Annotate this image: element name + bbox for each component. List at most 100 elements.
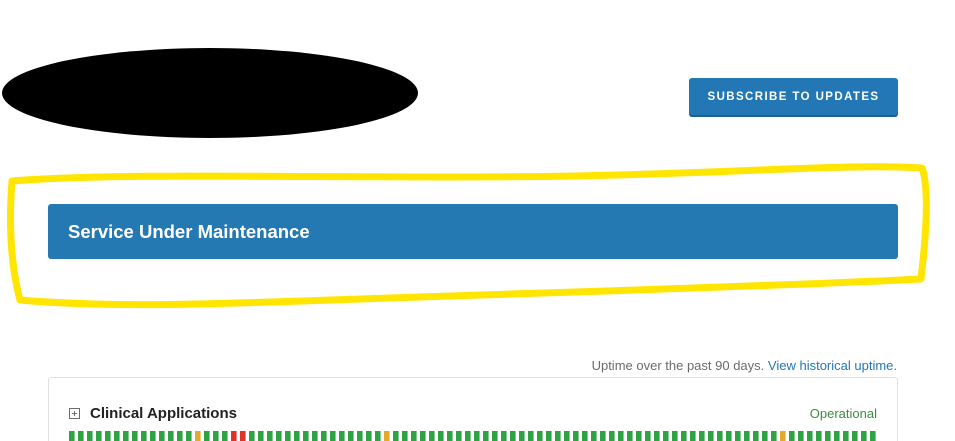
uptime-day-bar[interactable]	[231, 431, 237, 441]
uptime-day-bar[interactable]	[357, 431, 363, 441]
uptime-day-bar[interactable]	[699, 431, 705, 441]
uptime-day-bar[interactable]	[681, 431, 687, 441]
uptime-day-bar[interactable]	[528, 431, 534, 441]
uptime-day-bar[interactable]	[789, 431, 795, 441]
uptime-day-bar[interactable]	[816, 431, 822, 441]
uptime-day-bar[interactable]	[438, 431, 444, 441]
uptime-day-bar[interactable]	[249, 431, 255, 441]
uptime-day-bar[interactable]	[744, 431, 750, 441]
uptime-day-bar[interactable]	[384, 431, 390, 441]
uptime-day-bar[interactable]	[834, 431, 840, 441]
uptime-day-bar[interactable]	[582, 431, 588, 441]
uptime-day-bar[interactable]	[735, 431, 741, 441]
uptime-day-bar[interactable]	[393, 431, 399, 441]
uptime-day-bar[interactable]	[240, 431, 246, 441]
uptime-day-bar[interactable]	[483, 431, 489, 441]
uptime-day-bar[interactable]	[555, 431, 561, 441]
component-status: Operational	[809, 406, 877, 421]
uptime-day-bar[interactable]	[96, 431, 102, 441]
uptime-day-bar[interactable]	[456, 431, 462, 441]
uptime-day-bar[interactable]	[645, 431, 651, 441]
uptime-day-bar[interactable]	[537, 431, 543, 441]
uptime-day-bar[interactable]	[780, 431, 786, 441]
uptime-day-bar[interactable]	[132, 431, 138, 441]
uptime-day-bar[interactable]	[798, 431, 804, 441]
uptime-day-bar[interactable]	[168, 431, 174, 441]
uptime-day-bar[interactable]	[771, 431, 777, 441]
uptime-day-bar[interactable]	[123, 431, 129, 441]
uptime-day-bar[interactable]	[663, 431, 669, 441]
uptime-day-bar[interactable]	[672, 431, 678, 441]
uptime-day-bar[interactable]	[402, 431, 408, 441]
uptime-day-bar[interactable]	[339, 431, 345, 441]
uptime-day-bar[interactable]	[420, 431, 426, 441]
uptime-day-bar[interactable]	[600, 431, 606, 441]
uptime-day-bar[interactable]	[861, 431, 867, 441]
uptime-day-bar[interactable]	[762, 431, 768, 441]
uptime-day-bar[interactable]	[636, 431, 642, 441]
uptime-day-bar[interactable]	[312, 431, 318, 441]
uptime-day-bar[interactable]	[474, 431, 480, 441]
uptime-day-bar[interactable]	[186, 431, 192, 441]
uptime-day-bar[interactable]	[114, 431, 120, 441]
uptime-day-bar[interactable]	[213, 431, 219, 441]
uptime-day-bar[interactable]	[294, 431, 300, 441]
uptime-day-bar[interactable]	[501, 431, 507, 441]
uptime-note-text: Uptime over the past 90 days.	[591, 358, 765, 373]
uptime-day-bar[interactable]	[564, 431, 570, 441]
subscribe-button[interactable]: SUBSCRIBE TO UPDATES	[689, 78, 898, 115]
expand-icon[interactable]	[69, 408, 80, 419]
uptime-day-bar[interactable]	[573, 431, 579, 441]
uptime-day-bar[interactable]	[510, 431, 516, 441]
uptime-day-bar[interactable]	[69, 431, 75, 441]
historical-uptime-link[interactable]: View historical uptime.	[767, 358, 897, 373]
uptime-day-bar[interactable]	[492, 431, 498, 441]
uptime-day-bar[interactable]	[825, 431, 831, 441]
uptime-note: Uptime over the past 90 days. View histo…	[592, 358, 897, 373]
uptime-day-bar[interactable]	[267, 431, 273, 441]
uptime-day-bar[interactable]	[177, 431, 183, 441]
uptime-day-bar[interactable]	[411, 431, 417, 441]
uptime-day-bar[interactable]	[447, 431, 453, 441]
uptime-day-bar[interactable]	[258, 431, 264, 441]
uptime-day-bar[interactable]	[141, 431, 147, 441]
uptime-day-bar[interactable]	[654, 431, 660, 441]
component-header: Clinical Applications Operational	[69, 405, 877, 422]
uptime-day-bar[interactable]	[519, 431, 525, 441]
uptime-day-bar[interactable]	[690, 431, 696, 441]
uptime-day-bar[interactable]	[591, 431, 597, 441]
uptime-day-bar[interactable]	[159, 431, 165, 441]
uptime-day-bar[interactable]	[726, 431, 732, 441]
uptime-day-bar[interactable]	[375, 431, 381, 441]
uptime-day-bar[interactable]	[87, 431, 93, 441]
uptime-day-bar[interactable]	[303, 431, 309, 441]
redacted-logo	[2, 48, 418, 138]
uptime-day-bar[interactable]	[321, 431, 327, 441]
uptime-day-bar[interactable]	[852, 431, 858, 441]
uptime-day-bar[interactable]	[150, 431, 156, 441]
uptime-day-bar[interactable]	[78, 431, 84, 441]
uptime-day-bar[interactable]	[717, 431, 723, 441]
uptime-day-bar[interactable]	[609, 431, 615, 441]
uptime-day-bar[interactable]	[204, 431, 210, 441]
uptime-day-bar[interactable]	[546, 431, 552, 441]
uptime-day-bar[interactable]	[276, 431, 282, 441]
uptime-day-bar[interactable]	[870, 431, 876, 441]
uptime-day-bar[interactable]	[843, 431, 849, 441]
uptime-day-bar[interactable]	[195, 431, 201, 441]
uptime-day-bar[interactable]	[222, 431, 228, 441]
uptime-day-bar[interactable]	[348, 431, 354, 441]
uptime-day-bar[interactable]	[618, 431, 624, 441]
uptime-day-bar[interactable]	[465, 431, 471, 441]
uptime-day-bar[interactable]	[330, 431, 336, 441]
uptime-day-bar[interactable]	[627, 431, 633, 441]
maintenance-banner: Service Under Maintenance	[48, 204, 898, 259]
uptime-day-bar[interactable]	[366, 431, 372, 441]
uptime-day-bar[interactable]	[807, 431, 813, 441]
uptime-day-bar[interactable]	[105, 431, 111, 441]
uptime-day-bar[interactable]	[753, 431, 759, 441]
uptime-day-bar[interactable]	[285, 431, 291, 441]
uptime-day-bar[interactable]	[708, 431, 714, 441]
uptime-day-bar[interactable]	[429, 431, 435, 441]
